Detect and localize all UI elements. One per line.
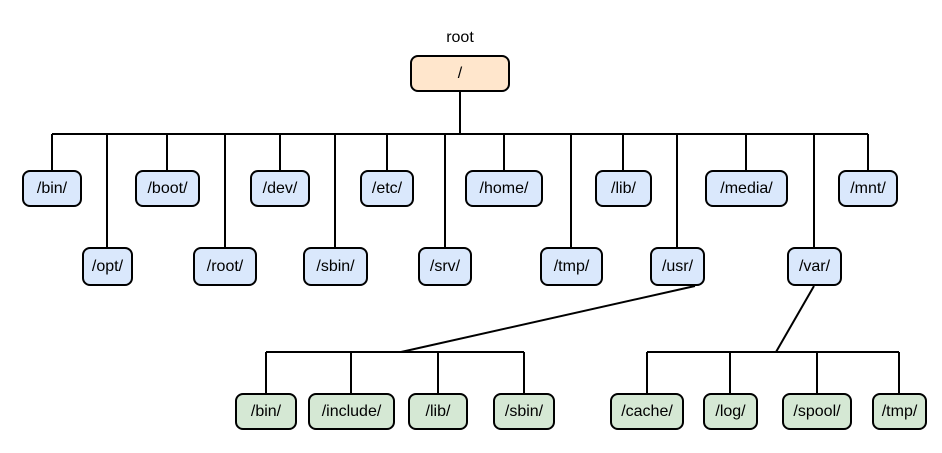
- node-sbin: /sbin/: [303, 247, 368, 286]
- edge-var-diagonal: [775, 285, 815, 353]
- node-usr-include: /include/: [308, 393, 395, 430]
- node-media: /media/: [705, 170, 788, 207]
- node-dev: /dev/: [250, 170, 310, 207]
- node-opt: /opt/: [82, 247, 133, 286]
- node-srv: /srv/: [418, 247, 472, 286]
- node-var-tmp: /tmp/: [872, 393, 927, 430]
- node-root: /: [410, 55, 510, 92]
- node-var-spool: /spool/: [782, 393, 852, 430]
- node-usr-sbin: /sbin/: [493, 393, 555, 430]
- node-var-cache: /cache/: [610, 393, 684, 430]
- node-boot: /boot/: [135, 170, 200, 207]
- node-var: /var/: [787, 247, 842, 286]
- node-usr: /usr/: [650, 247, 705, 286]
- node-root-home: /root/: [193, 247, 257, 286]
- node-tmp: /tmp/: [540, 247, 603, 286]
- node-usr-lib: /lib/: [408, 393, 468, 430]
- root-caption: root: [446, 29, 474, 46]
- node-var-log: /log/: [703, 393, 758, 430]
- node-mnt: /mnt/: [838, 170, 898, 207]
- edge-usr-diagonal: [400, 285, 696, 353]
- node-home: /home/: [465, 170, 543, 207]
- node-lib: /lib/: [595, 170, 652, 207]
- node-etc: /etc/: [360, 170, 414, 207]
- node-bin: /bin/: [22, 170, 82, 207]
- node-usr-bin: /bin/: [235, 393, 297, 430]
